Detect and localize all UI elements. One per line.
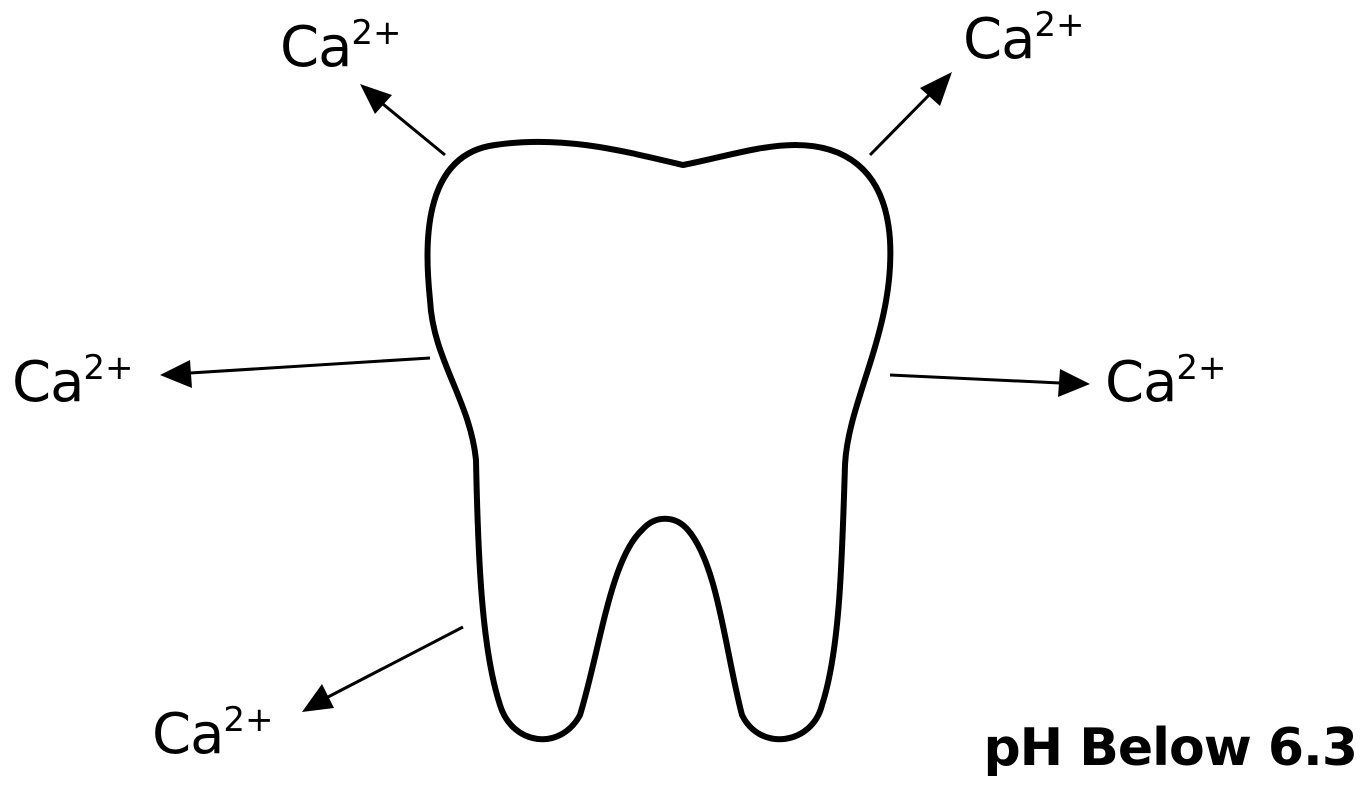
ion-symbol: Ca [963,7,1034,72]
tooth-outline [428,142,891,739]
ph-caption: pH Below 6.3 [983,722,1357,774]
ion-charge: 2+ [1034,5,1084,45]
ion-symbol: Ca [280,15,351,80]
arrow-mid-left [160,358,430,388]
ion-charge: 2+ [1176,348,1226,388]
ion-charge: 2+ [83,348,133,388]
ion-symbol: Ca [12,350,83,415]
ion-symbol: Ca [152,702,223,767]
arrow-bottom-left [302,627,463,712]
arrow-mid-right [890,369,1090,397]
arrow-top-right [870,72,952,155]
calcium-ion-label-mid-left: Ca2+ [12,355,134,411]
calcium-ion-label-top-left: Ca2+ [280,20,402,76]
calcium-ion-label-mid-right: Ca2+ [1105,355,1227,411]
calcium-ion-label-top-right: Ca2+ [963,12,1085,68]
calcium-ion-label-bottom-left: Ca2+ [152,707,274,763]
arrow-top-left [360,84,445,155]
ion-symbol: Ca [1105,350,1176,415]
ion-charge: 2+ [223,700,273,740]
ion-charge: 2+ [351,13,401,53]
